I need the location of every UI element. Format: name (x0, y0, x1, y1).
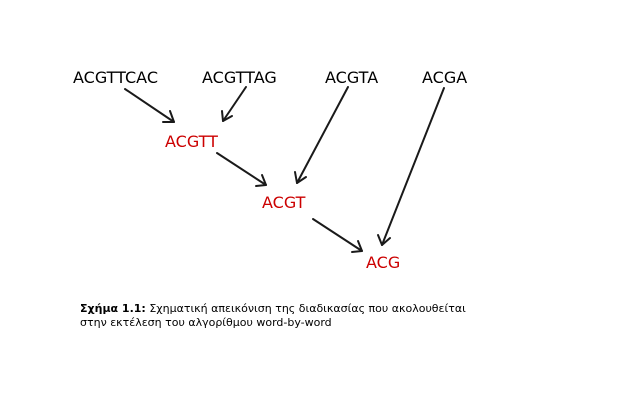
arrow-prefix1-to-prefix2 (216, 152, 267, 187)
arrow-input2-to-prefix1 (221, 86, 247, 122)
input-sequence-1: ACGTTCAC (73, 68, 158, 87)
caption-label: Σχήμα 1.1: (80, 302, 146, 315)
input-sequence-2: ACGTTAG (202, 68, 277, 87)
common-prefix-3: ACG (366, 253, 401, 272)
caption-text-line-1: Σχηματική απεικόνιση της διαδικασίας που… (149, 302, 466, 315)
common-prefix-2: ACGT (262, 193, 306, 212)
arrow-input4-to-prefix3 (377, 87, 445, 246)
input-sequence-4: ACGA (422, 68, 468, 87)
arrow-input3-to-prefix2 (294, 86, 349, 184)
arrow-prefix2-to-prefix3 (312, 218, 363, 253)
arrow-input1-to-prefix1 (124, 88, 175, 123)
caption-text-line-2: στην εκτέλεση του αλγορίθμου word-by-wor… (80, 316, 332, 329)
common-prefix-1: ACGTT (165, 132, 218, 151)
figure-caption: Σχήμα 1.1: Σχηματική απεικόνιση της διαδ… (80, 302, 600, 330)
input-sequence-3: ACGTA (325, 68, 379, 87)
